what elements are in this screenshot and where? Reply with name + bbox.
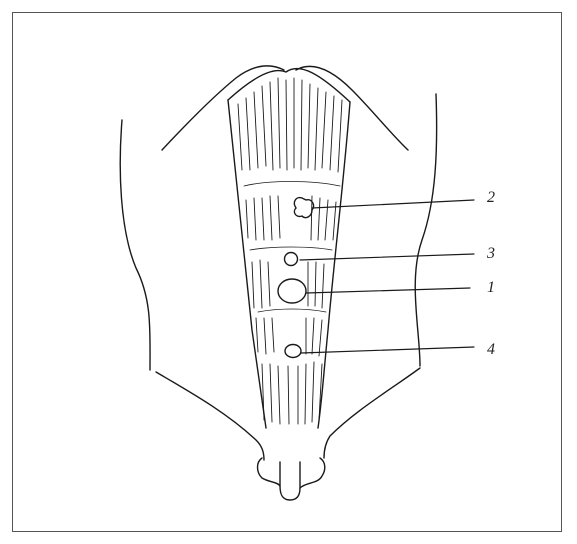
intersection-2	[250, 247, 332, 250]
groin-left	[156, 372, 264, 460]
label-3: 3	[487, 246, 495, 262]
intersection-1	[244, 182, 340, 187]
genital-detail	[280, 462, 300, 488]
label-4: 4	[487, 342, 495, 358]
lesion-4-marker	[285, 345, 301, 358]
muscle-fibres	[238, 78, 342, 424]
groin-right	[324, 368, 420, 458]
intersection-3	[258, 309, 326, 312]
rib-margin-left	[162, 66, 284, 150]
genital-outline	[258, 458, 325, 500]
leader-line-2	[312, 200, 474, 208]
leader-line-3	[300, 254, 474, 260]
lesion-2-marker	[294, 198, 313, 218]
lesion-3-marker	[285, 253, 298, 266]
leader-line-1	[306, 288, 470, 293]
torso-left-outline	[120, 120, 150, 370]
label-1: 1	[487, 280, 495, 296]
rib-margin-right	[296, 66, 408, 150]
label-2: 2	[487, 190, 495, 206]
torso-right-outline	[415, 94, 436, 366]
lesion-1-marker	[278, 279, 306, 303]
